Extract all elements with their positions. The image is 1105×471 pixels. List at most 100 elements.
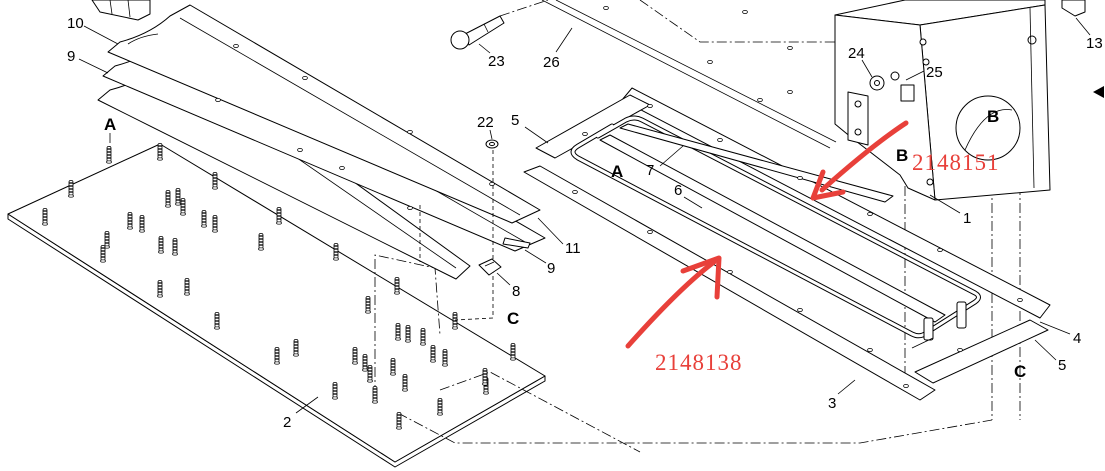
leader-line-22 — [489, 129, 493, 140]
pin-head — [450, 30, 470, 50]
washer-22 — [485, 139, 499, 149]
stud — [420, 328, 426, 346]
stud — [293, 339, 299, 357]
part-13 — [1061, 0, 1086, 17]
guide-line — [639, 0, 900, 43]
callout-9-left: 9 — [67, 48, 75, 65]
callout-8: 8 — [512, 283, 520, 300]
stud — [390, 358, 396, 376]
callouts: 10 9 23 26 24 25 13 22 5 7 1 6 11 9 8 4 … — [67, 15, 1103, 431]
stud — [157, 280, 163, 298]
leader-line-7 — [659, 145, 684, 167]
rail-26 — [541, 0, 837, 149]
stud — [165, 190, 171, 208]
callout-5-upper: 5 — [511, 112, 519, 129]
leader-line-11 — [537, 217, 564, 245]
stud — [184, 278, 190, 296]
strip-upper — [107, 4, 541, 224]
leader-line-1 — [929, 194, 961, 214]
callout-23: 23 — [488, 53, 505, 70]
marker-a-right: A — [611, 162, 623, 181]
mounting-hole — [572, 189, 578, 194]
leader-line-6 — [683, 196, 703, 209]
nut-block — [900, 84, 915, 102]
rail-back-body — [621, 87, 1051, 319]
mounting-hole — [903, 383, 909, 388]
hole-group — [215, 6, 1023, 388]
mounting-hole — [787, 46, 793, 51]
marker-c-left: C — [507, 309, 519, 328]
end-plate-lower-5 — [914, 319, 1049, 384]
leader-line-26 — [555, 27, 573, 53]
mounting-hole — [233, 44, 239, 49]
mounting-hole — [215, 98, 221, 103]
bracket-1 — [834, 0, 1051, 201]
stud — [258, 233, 264, 251]
callout-26: 26 — [543, 54, 560, 71]
mounting-hole — [757, 98, 763, 103]
stud — [396, 412, 402, 430]
mounting-hole — [407, 129, 413, 134]
inner-bar — [619, 123, 894, 203]
mounting-hole — [603, 6, 609, 11]
bracket-tab-hole — [854, 100, 862, 108]
strip-upper-body — [107, 4, 541, 224]
marker-b-bracket: B — [896, 146, 908, 165]
rail-edge — [555, 0, 837, 143]
bracket-tab — [847, 91, 869, 146]
triangle-left-icon — [1093, 86, 1104, 98]
nut-washer — [890, 71, 900, 81]
strip-upper-groove — [179, 17, 521, 216]
connector-parts — [911, 301, 967, 349]
stud — [482, 368, 488, 386]
pin-groove — [483, 23, 489, 33]
rail-inner-body — [599, 134, 946, 323]
strip-middle-tab — [502, 237, 531, 249]
washer-inner — [489, 141, 495, 147]
stud — [276, 207, 282, 225]
connector-wire — [911, 337, 934, 349]
fastener-guides — [419, 150, 494, 321]
guide-line — [374, 254, 441, 395]
callout-13: 13 — [1086, 35, 1103, 52]
nut-25 — [890, 71, 915, 102]
callout-9-right: 9 — [547, 260, 555, 277]
mounting-hole — [647, 229, 653, 234]
rail-front-3 — [523, 165, 936, 401]
stud — [367, 365, 373, 383]
mounting-hole — [937, 247, 943, 252]
mounting-hole — [797, 175, 803, 180]
stud — [100, 245, 106, 263]
bracket-opening — [955, 95, 1021, 161]
guide-line — [439, 371, 641, 453]
mounting-hole — [727, 269, 733, 274]
stud — [442, 349, 448, 367]
red-arrow-icon — [625, 120, 909, 349]
stud — [395, 323, 401, 341]
stud — [175, 188, 181, 206]
leader-line-23 — [478, 43, 491, 54]
bracket-tab-hole — [854, 128, 862, 136]
partial-component-top-left — [91, 0, 151, 21]
callout-10: 10 — [67, 15, 84, 32]
leader-line-2 — [295, 396, 319, 414]
leader-line-9-right — [524, 249, 547, 264]
mounting-hole — [407, 205, 413, 210]
leader-line-5-upper — [524, 126, 549, 144]
callout-1: 1 — [963, 210, 971, 227]
stud — [212, 215, 218, 233]
callout-24: 24 — [848, 45, 865, 62]
callout-5-lower: 5 — [1058, 357, 1066, 374]
stud — [352, 347, 358, 365]
stud — [430, 345, 436, 363]
bracket-hole — [926, 178, 934, 186]
mounting-hole — [787, 90, 793, 95]
stud — [127, 212, 133, 230]
callout-3: 3 — [828, 395, 836, 412]
strip-upper-notch — [127, 33, 159, 45]
tube-frame-7 — [570, 115, 981, 339]
mounting-hole — [582, 131, 588, 136]
callout-11: 11 — [565, 240, 581, 257]
mounting-hole — [489, 181, 495, 186]
